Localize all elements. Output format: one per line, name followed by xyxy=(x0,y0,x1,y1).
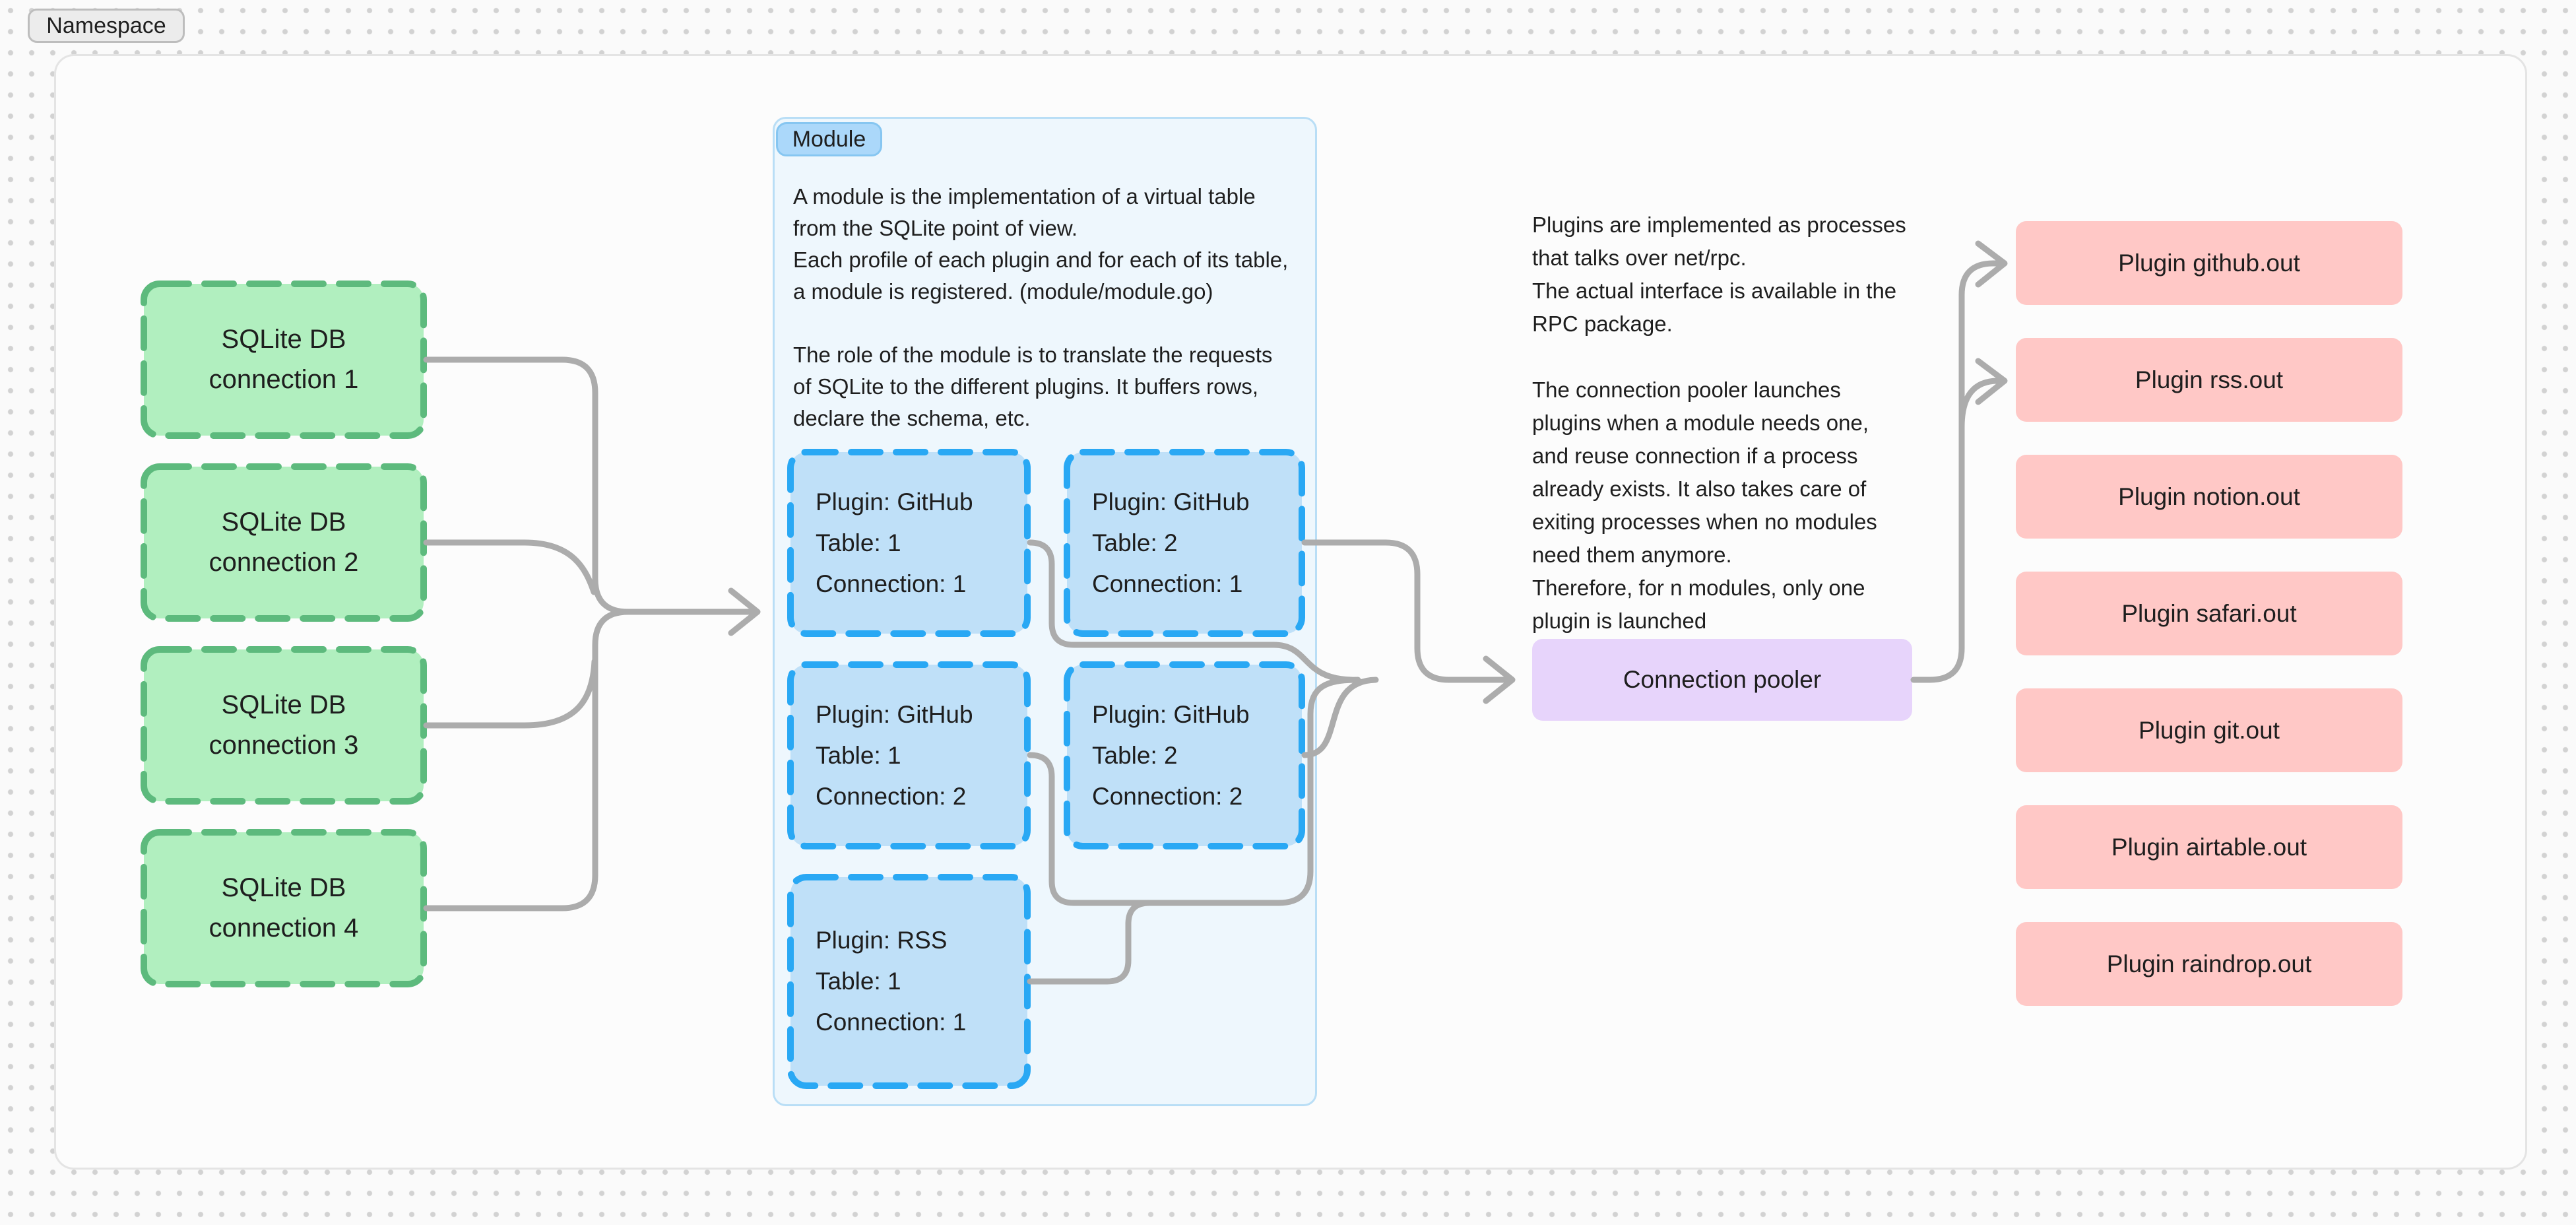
sqlite-node-2[interactable]: SQLite DB connection 2 xyxy=(144,467,424,618)
sqlite-node-1-label: SQLite DB connection 1 xyxy=(209,325,359,394)
sqlite-node-3-label: SQLite DB connection 3 xyxy=(209,690,359,760)
process-node-label: Plugin git.out xyxy=(2139,716,2280,744)
sqlite-node-4[interactable]: SQLite DB connection 4 xyxy=(144,832,424,984)
module-plugin-github-t2-c1[interactable]: Plugin: GitHub Table: 2 Connection: 1 xyxy=(1067,452,1302,634)
module-description-2[interactable]: The role of the module is to translate t… xyxy=(793,343,1273,430)
sqlite-node-4-label: SQLite DB connection 4 xyxy=(209,873,359,943)
process-node-label: Plugin notion.out xyxy=(2118,482,2300,510)
process-node-notion[interactable]: Plugin notion.out xyxy=(2016,455,2402,539)
module-plugin-label: Plugin: GitHub Table: 2 Connection: 1 xyxy=(1092,488,1250,597)
pooler-note[interactable]: Plugins are implemented as processes tha… xyxy=(1532,213,1906,633)
module-label-text: Module xyxy=(792,126,866,152)
process-node-label: Plugin raindrop.out xyxy=(2106,950,2312,977)
module-plugin-label: Plugin: GitHub Table: 1 Connection: 2 xyxy=(816,700,973,810)
process-node-label: Plugin github.out xyxy=(2118,249,2300,277)
namespace-label[interactable]: Namespace xyxy=(28,9,185,43)
process-node-git[interactable]: Plugin git.out xyxy=(2016,688,2402,772)
process-node-safari[interactable]: Plugin safari.out xyxy=(2016,572,2402,655)
module-plugin-github-t2-c2[interactable]: Plugin: GitHub Table: 2 Connection: 2 xyxy=(1067,665,1302,846)
module-plugin-rss-t1-c1[interactable]: Plugin: RSS Table: 1 Connection: 1 xyxy=(790,877,1027,1086)
module-plugin-github-t1-c1[interactable]: Plugin: GitHub Table: 1 Connection: 1 xyxy=(790,452,1027,634)
module-plugin-label: Plugin: GitHub Table: 1 Connection: 1 xyxy=(816,488,973,597)
process-node-label: Plugin safari.out xyxy=(2121,599,2297,627)
namespace-label-text: Namespace xyxy=(46,13,166,38)
module-label[interactable]: Module xyxy=(776,122,882,156)
module-plugin-label: Plugin: RSS Table: 1 Connection: 1 xyxy=(816,927,967,1036)
module-plugin-label: Plugin: GitHub Table: 2 Connection: 2 xyxy=(1092,700,1250,810)
module-description-1[interactable]: A module is the implementation of a virt… xyxy=(793,184,1289,304)
process-node-rss[interactable]: Plugin rss.out xyxy=(2016,338,2402,422)
process-node-github[interactable]: Plugin github.out xyxy=(2016,221,2402,305)
process-node-raindrop[interactable]: Plugin raindrop.out xyxy=(2016,922,2402,1006)
sqlite-node-2-label: SQLite DB connection 2 xyxy=(209,508,359,577)
sqlite-node-1[interactable]: SQLite DB connection 1 xyxy=(144,284,424,436)
module-plugin-github-t1-c2[interactable]: Plugin: GitHub Table: 1 Connection: 2 xyxy=(790,665,1027,846)
process-node-airtable[interactable]: Plugin airtable.out xyxy=(2016,805,2402,889)
process-node-label: Plugin rss.out xyxy=(2135,366,2284,393)
connection-pooler-label: Connection pooler xyxy=(1623,666,1822,693)
sqlite-node-3[interactable]: SQLite DB connection 3 xyxy=(144,649,424,801)
process-node-label: Plugin airtable.out xyxy=(2111,833,2307,861)
connection-pooler-node[interactable]: Connection pooler xyxy=(1532,639,1912,721)
